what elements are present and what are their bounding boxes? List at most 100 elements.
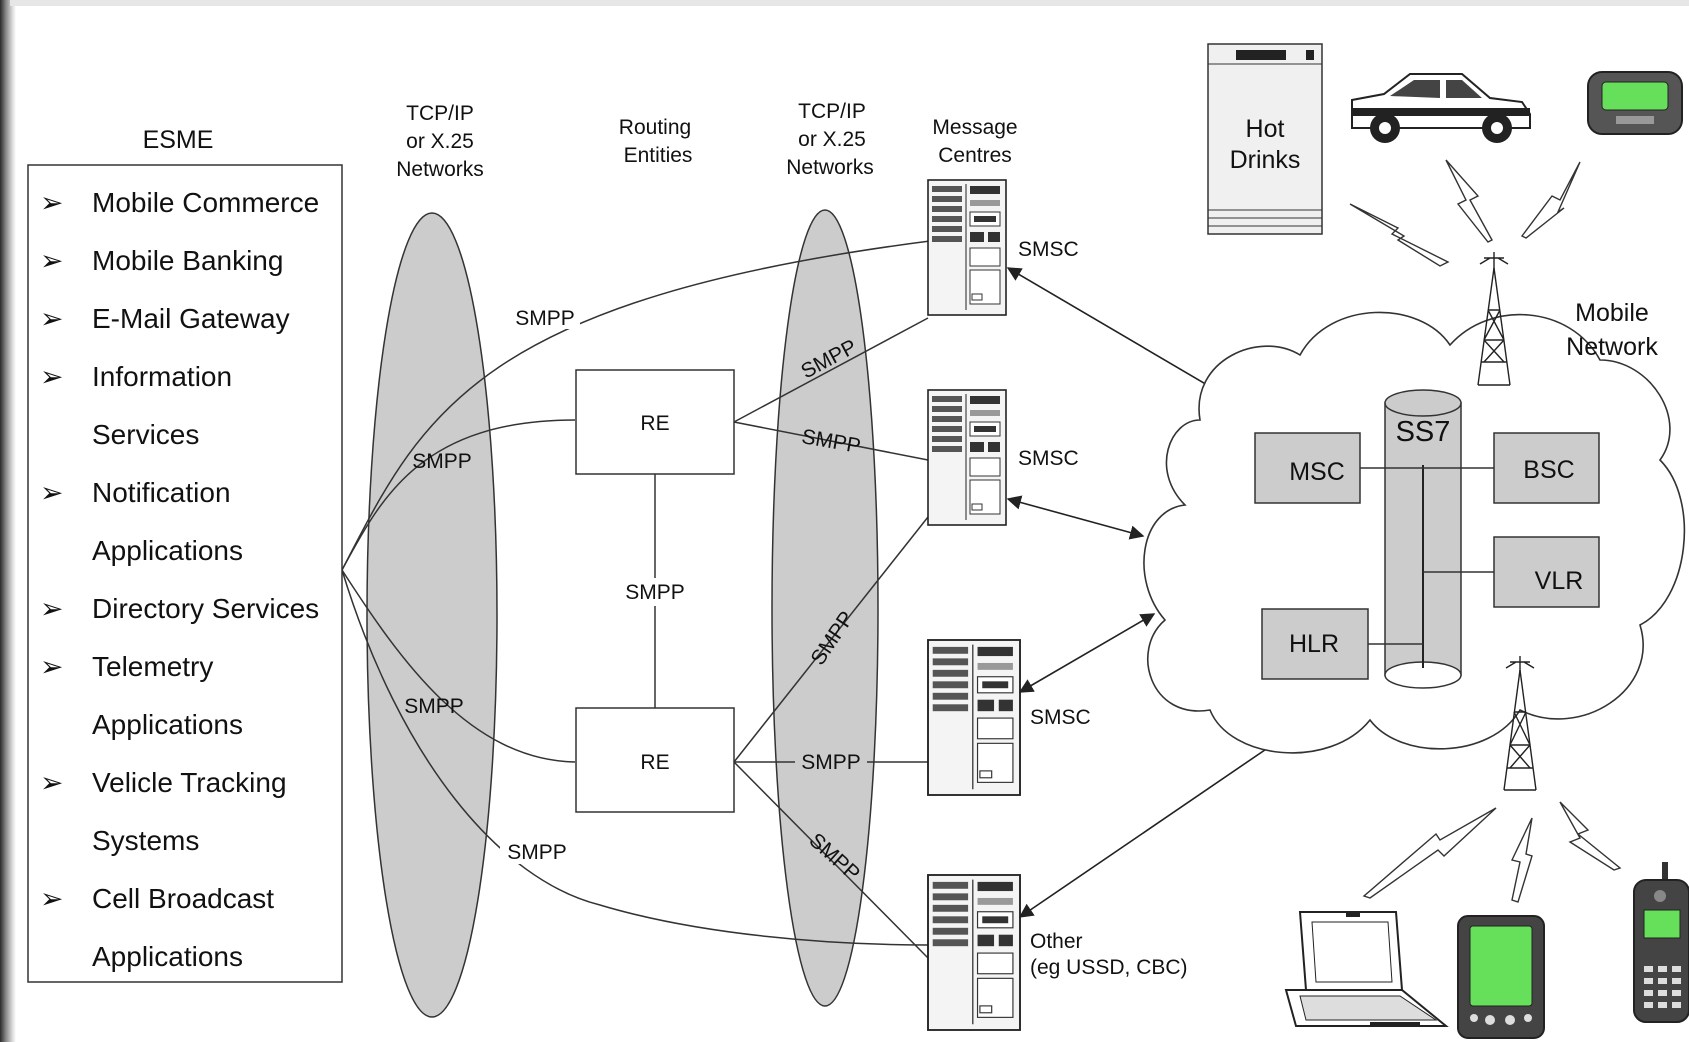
re-bottom-label: RE [640, 751, 669, 774]
smsc-label-3: SMSC [1030, 706, 1091, 729]
smpp-label-1: SMPP [515, 307, 575, 330]
mobile-network-label-line2: Network [1566, 333, 1658, 361]
smsc-server-icon-3 [927, 639, 1021, 796]
lightning-icon [1559, 801, 1622, 871]
esme-list-item: Velicle Tracking [92, 767, 287, 798]
esme-bullet-icon: ➢ [40, 361, 63, 392]
antenna-top-icon [1477, 252, 1511, 386]
car-icon [1351, 73, 1531, 143]
esme-bullet-icon: ➢ [40, 477, 63, 508]
mobile-phone-icon [1633, 862, 1689, 1023]
lightning-icon [1520, 161, 1581, 239]
arrow-smsc2 [1006, 495, 1145, 540]
arrow-other [1018, 725, 1302, 918]
arrow-smsc1 [1006, 267, 1245, 407]
left-network-ellipse [366, 212, 498, 1018]
left-network-label-line1: TCP/IP [406, 102, 474, 125]
smpp-label-bg [795, 748, 867, 774]
esme-panel: ESME ➢ Mobile Commerce ➢ Mobile Banking ➢ E-M… [27, 126, 343, 983]
right-network-label-line2: or X.25 [798, 128, 866, 151]
message-centres-label: Message Centres [932, 116, 1017, 167]
routing-entities-label: Routing Entities [619, 116, 693, 167]
message-centres-line1: Message [932, 116, 1017, 139]
esme-list-item: Applications [92, 941, 243, 972]
ss7-cylinder-top [1384, 389, 1462, 417]
radio-links [1349, 159, 1622, 903]
right-network-ellipse [771, 209, 879, 1007]
smpp-label-4: SMPP [404, 695, 464, 718]
antenna-bottom-icon [1503, 656, 1537, 791]
lightning-icon [1349, 203, 1450, 267]
right-network-label-line1: TCP/IP [798, 100, 866, 123]
esme-list-item: Information [92, 361, 232, 392]
msc-label: MSC [1289, 458, 1345, 486]
esme-list-item: Applications [92, 535, 243, 566]
esme-to-re-bottom-line [341, 569, 576, 763]
pda-icon [1457, 915, 1545, 1039]
bsc-label: BSC [1523, 456, 1574, 484]
arrow-smsc3 [1018, 613, 1156, 693]
esme-list: ➢ Mobile Commerce ➢ Mobile Banking ➢ E-Mail G… [40, 187, 319, 972]
left-network-label: TCP/IP or X.25 Networks [396, 102, 484, 181]
other-label-line1: Other [1030, 930, 1083, 953]
lightning-icon [1511, 817, 1533, 903]
top-strip [10, 0, 1689, 6]
ss7-label: SS7 [1396, 416, 1451, 448]
msc-box [1254, 432, 1361, 504]
other-server-icon [927, 874, 1021, 1031]
re-top-box [575, 369, 735, 475]
smsc-label-1: SMSC [1018, 238, 1079, 261]
right-network-label-line3: Networks [786, 156, 874, 179]
routing-label-line1: Routing [619, 116, 691, 139]
left-network-label-line3: Networks [396, 158, 484, 181]
hlr-label: HLR [1289, 630, 1339, 658]
esme-list-item: Directory Services [92, 593, 319, 624]
smpp-label-9: SMPP [801, 751, 861, 774]
pager-icon [1587, 71, 1683, 135]
esme-list-item: Cell Broadcast [92, 883, 274, 914]
esme-bullet-icon: ➢ [40, 245, 63, 276]
re-bottom-to-smsc2-line [733, 516, 929, 763]
routing-label-line2: Entities [624, 144, 693, 167]
message-centre-servers [927, 179, 1021, 1031]
esme-list-item: Mobile Banking [92, 245, 283, 276]
re-bottom-box [575, 707, 735, 813]
esme-title: ESME [143, 126, 214, 154]
esme-to-other-line [341, 569, 929, 946]
ss7-bus: SS7 [1384, 389, 1462, 689]
bsc-box [1493, 432, 1600, 504]
re-top-to-smsc2-line [733, 421, 929, 461]
esme-list-item: Services [92, 419, 199, 450]
smsc-label-2: SMSC [1018, 447, 1079, 470]
smpp-label-bg [616, 578, 694, 606]
hlr-box [1261, 608, 1369, 680]
esme-to-re-top-line [341, 419, 576, 571]
esme-bullet-icon: ➢ [40, 883, 63, 914]
smpp-label-3: SMPP [625, 581, 685, 604]
hot-drinks-label-line2: Drinks [1230, 146, 1301, 174]
lightning-icon [1445, 159, 1493, 243]
right-network-label: TCP/IP or X.25 Networks [786, 100, 874, 179]
esme-to-smsc1-line [341, 240, 931, 571]
smpp-label-2: SMPP [412, 450, 472, 473]
mobile-network-arrows [1006, 267, 1302, 918]
esme-list-item: E-Mail Gateway [92, 303, 290, 334]
esme-bullet-icon: ➢ [40, 593, 63, 624]
smsc-server-icon-2 [927, 389, 1007, 526]
esme-bullet-icon: ➢ [40, 303, 63, 334]
esme-list-item: Applications [92, 709, 243, 740]
hot-drinks-label-line1: Hot [1246, 115, 1285, 143]
re-bottom-to-other-line [733, 761, 929, 959]
esme-bullet-icon: ➢ [40, 187, 63, 218]
smpp-label-bg [500, 838, 574, 864]
lightning-icon [1362, 807, 1497, 899]
esme-bullet-icon: ➢ [40, 767, 63, 798]
smpp-label-bg [508, 303, 580, 329]
smpp-label-5: SMPP [507, 841, 567, 864]
re-top-to-smsc1-line [733, 317, 929, 423]
vending-machine-icon [1207, 43, 1323, 235]
esme-list-item: Mobile Commerce [92, 187, 319, 218]
network-elements [1254, 432, 1600, 680]
left-network-label-line2: or X.25 [406, 130, 474, 153]
